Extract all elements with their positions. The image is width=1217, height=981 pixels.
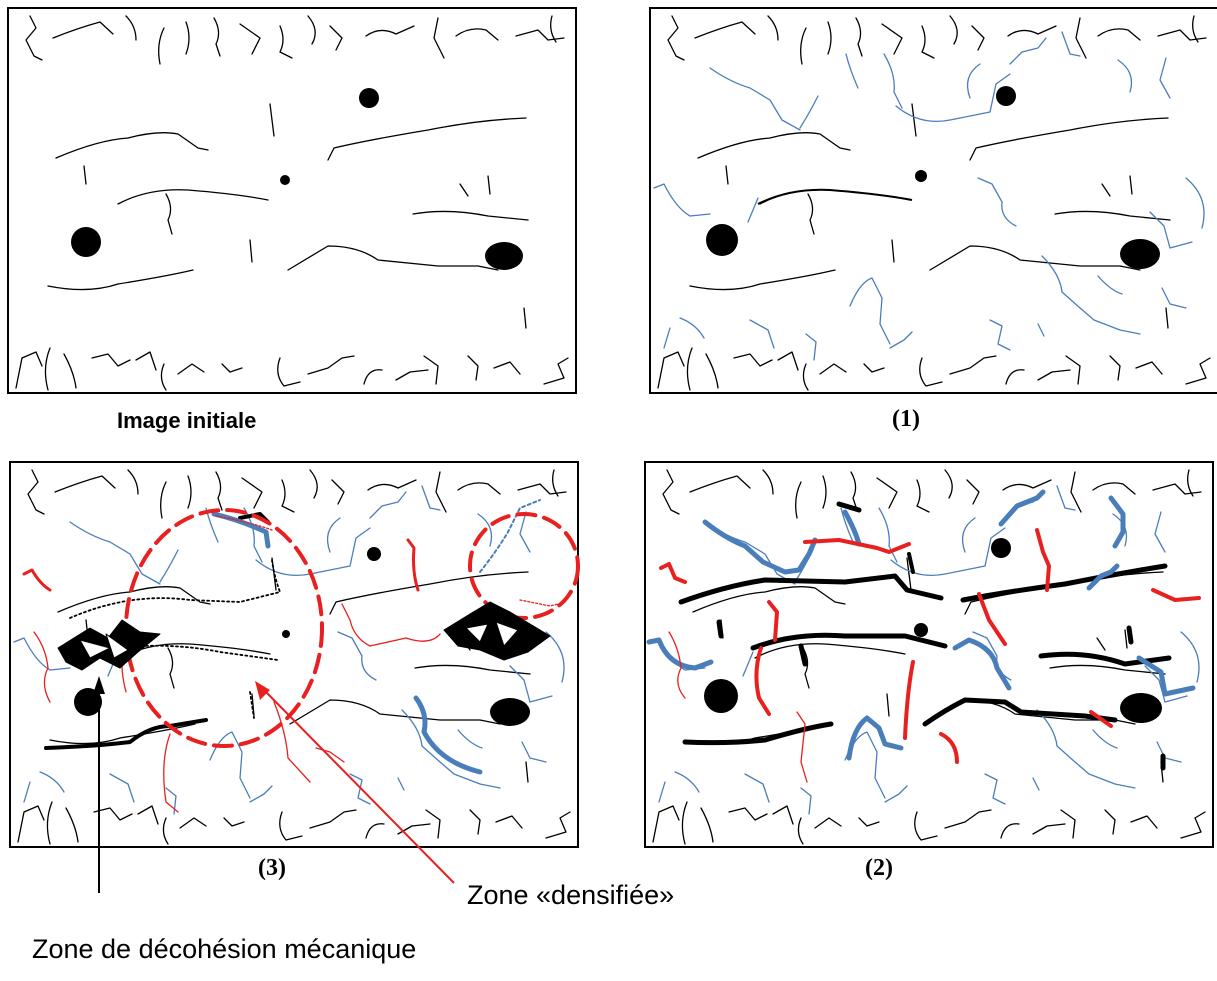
arrow-decohesion <box>93 676 105 893</box>
panel-step-2 <box>644 461 1214 848</box>
caption-initial-image: Image initiale <box>117 408 257 433</box>
arrow-densified <box>255 681 455 884</box>
caption-step-3: (3) <box>258 855 286 881</box>
panel-initial-image <box>7 7 577 394</box>
caption-step-1: (1) <box>892 406 920 432</box>
panel-step-3 <box>9 461 580 848</box>
panel-step-1 <box>649 7 1217 394</box>
caption-step-2: (2) <box>865 855 893 881</box>
label-decohesion-zone: Zone de décohésion mécanique <box>32 934 417 964</box>
label-densified-zone: Zone «densifiée» <box>467 880 675 910</box>
